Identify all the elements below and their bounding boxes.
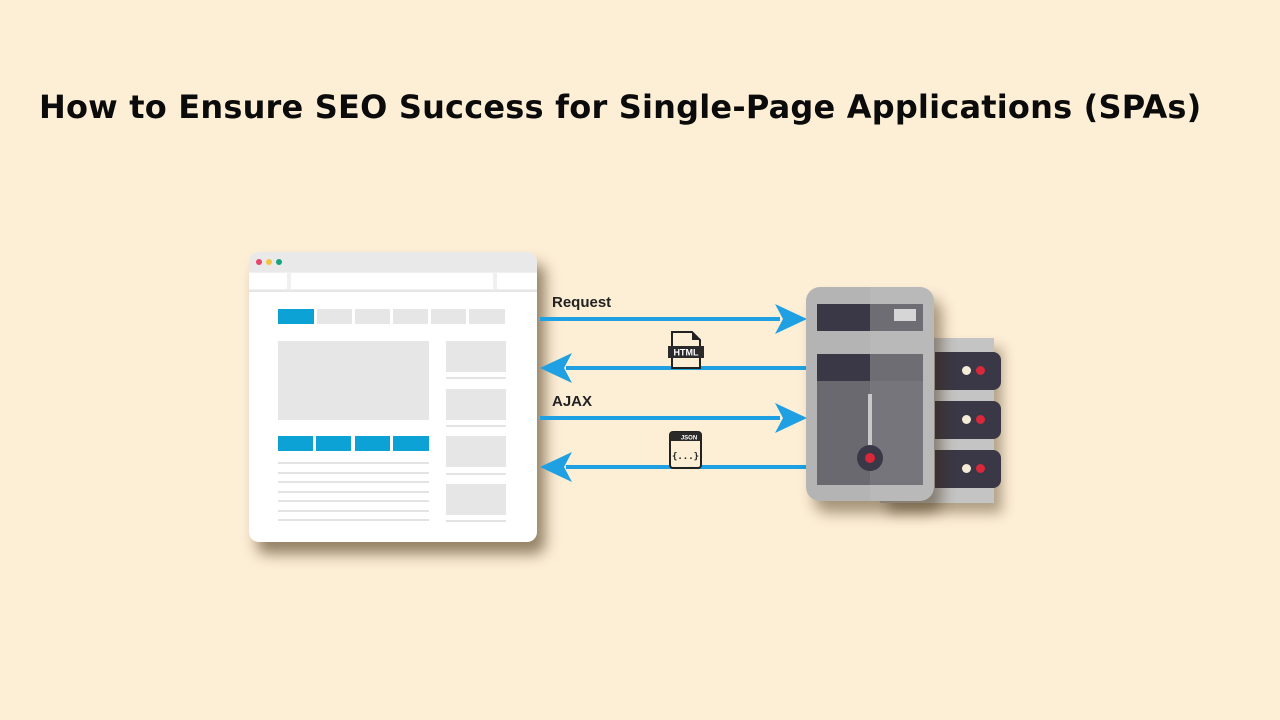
power-button-icon (857, 445, 883, 471)
request-label: Request (552, 294, 612, 311)
html-file-icon: HTML (668, 331, 704, 369)
content-button (278, 436, 313, 451)
rack-unit (935, 401, 1001, 439)
sidebar-card (446, 484, 506, 515)
status-led-icon (962, 366, 971, 375)
content-button (316, 436, 351, 451)
rack-unit (935, 450, 1001, 488)
svg-text:HTML: HTML (674, 348, 699, 358)
status-led-icon (962, 415, 971, 424)
text-line (278, 481, 429, 483)
text-line (278, 462, 429, 464)
address-bar (291, 273, 493, 289)
toolbar-right-area (497, 273, 537, 289)
minimize-dot-icon (266, 259, 272, 265)
status-led-icon (976, 366, 985, 375)
nav-tab (317, 309, 352, 324)
arrow-right-icon (775, 403, 807, 433)
sidebar-caption-line (446, 473, 506, 475)
svg-text:JSON: JSON (681, 436, 697, 442)
sidebar-caption-line (446, 377, 506, 379)
text-line (278, 519, 429, 521)
nav-tab (355, 309, 390, 324)
nav-tab (431, 309, 466, 324)
text-line (278, 510, 429, 512)
nav-tab-active (278, 309, 314, 324)
sidebar-card (446, 341, 506, 372)
arrow-left-icon (540, 353, 572, 383)
text-line (278, 491, 429, 493)
sidebar-card (446, 389, 506, 420)
status-led-icon (976, 464, 985, 473)
nav-tab (469, 309, 505, 324)
nav-tab (393, 309, 428, 324)
ajax-label: AJAX (552, 393, 593, 410)
svg-text:{...}: {...} (672, 452, 699, 462)
arrow-right-icon (775, 304, 807, 334)
browser-toolbar (249, 272, 537, 292)
json-file-icon: JSON {...} (669, 431, 702, 469)
sidebar-caption-line (446, 425, 506, 427)
nav-buttons-area (249, 273, 287, 289)
close-dot-icon (256, 259, 262, 265)
status-led-icon (976, 415, 985, 424)
browser-titlebar (249, 252, 537, 272)
server-tower (806, 287, 934, 501)
status-led-icon (962, 464, 971, 473)
arrow-left-icon (540, 452, 572, 482)
maximize-dot-icon (276, 259, 282, 265)
content-button (355, 436, 390, 451)
hero-image-placeholder (278, 341, 429, 420)
text-line (278, 500, 429, 502)
content-button (393, 436, 429, 451)
text-line (278, 472, 429, 474)
sidebar-card (446, 436, 506, 467)
sidebar-caption-line (446, 520, 506, 522)
drive-slot (894, 309, 916, 321)
browser-window (249, 252, 537, 542)
page-title: How to Ensure SEO Success for Single-Pag… (39, 88, 1202, 126)
rack-unit (935, 352, 1001, 390)
